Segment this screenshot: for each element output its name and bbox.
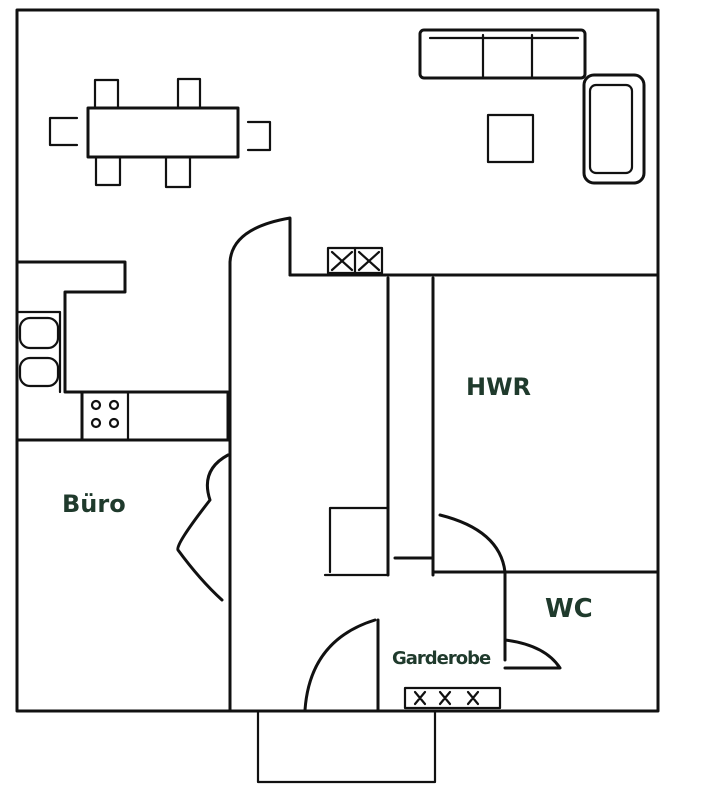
- sink: [18, 316, 60, 350]
- room-label-garderobe: Garderobe: [392, 648, 491, 669]
- entrance-porch: [256, 709, 437, 784]
- outer-walls: [15, 8, 660, 713]
- room-label-hwr: HWR: [466, 373, 532, 401]
- chimney: [326, 246, 384, 275]
- room-label-buero: Büro: [62, 490, 126, 518]
- armchair: [486, 113, 535, 164]
- room-label-wc: WC: [545, 594, 593, 624]
- side-sofa: [582, 73, 646, 185]
- stove: [80, 390, 130, 442]
- dining-table: [48, 77, 272, 189]
- sink: [18, 356, 60, 388]
- coat-rack: [403, 686, 502, 710]
- kitchen: [16, 260, 230, 442]
- sofa: [418, 28, 587, 80]
